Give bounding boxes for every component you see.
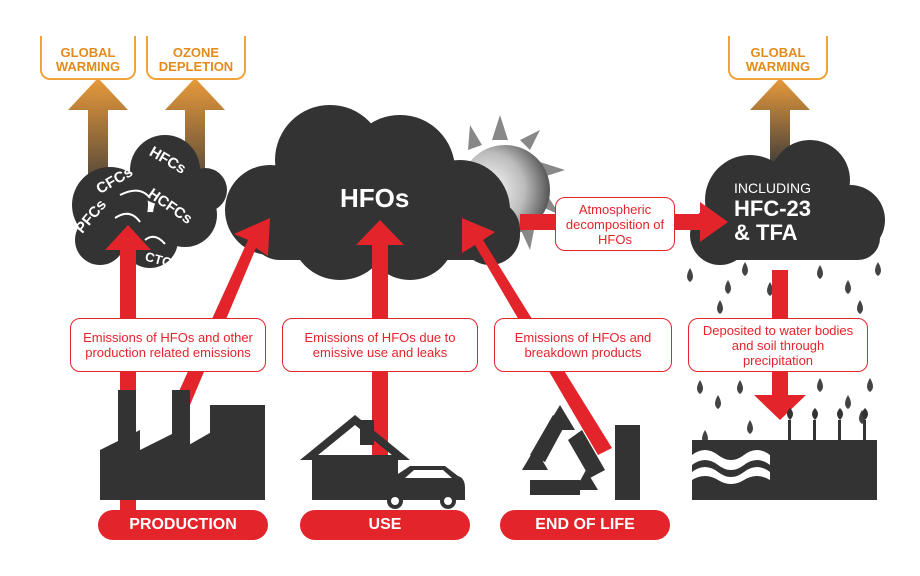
use-emissions-box: Emissions of HFOs due to emissive use an… — [282, 318, 478, 372]
car-icon — [378, 466, 465, 509]
end-of-life-emissions-box: Emissions of HFOs and breakdown products — [494, 318, 672, 372]
stage-production: PRODUCTION — [98, 510, 268, 540]
factory-icon — [100, 390, 265, 500]
stage-use: USE — [300, 510, 470, 540]
arrow-to-global-warming-right — [750, 78, 810, 170]
hfos-label: HFOs — [340, 183, 410, 213]
gas-cloud-dividers — [114, 189, 166, 245]
hfc23-including-label: INCLUDING — [734, 180, 812, 196]
production-emissions-box: Emissions of HFOs and other production r… — [70, 318, 266, 372]
arrow-to-ozone-depletion — [165, 78, 225, 200]
arrow-hfos-to-atmosphere — [520, 214, 560, 230]
global-warming-right-label: GLOBAL WARMING — [728, 36, 828, 80]
stage-end-of-life: END OF LIFE — [500, 510, 670, 540]
chimney-icon — [615, 425, 640, 500]
hfc23-cloud — [690, 140, 885, 265]
global-warming-left-label: GLOBAL WARMING — [40, 36, 136, 80]
arrow-to-global-warming-left — [68, 78, 128, 200]
ground-water-icon — [692, 408, 877, 500]
atmospheric-decomposition-box: Atmospheric decomposition of HFOs — [555, 197, 675, 251]
ozone-depletion-label: OZONE DEPLETION — [146, 36, 246, 80]
tfa-label: & TFA — [734, 220, 798, 245]
deposited-box: Deposited to water bodies and soil throu… — [688, 318, 868, 372]
hfc23-label: HFC-23 — [734, 196, 812, 221]
arrow-atmosphere-to-hfc23 — [670, 202, 728, 242]
recycle-icon — [522, 405, 605, 495]
